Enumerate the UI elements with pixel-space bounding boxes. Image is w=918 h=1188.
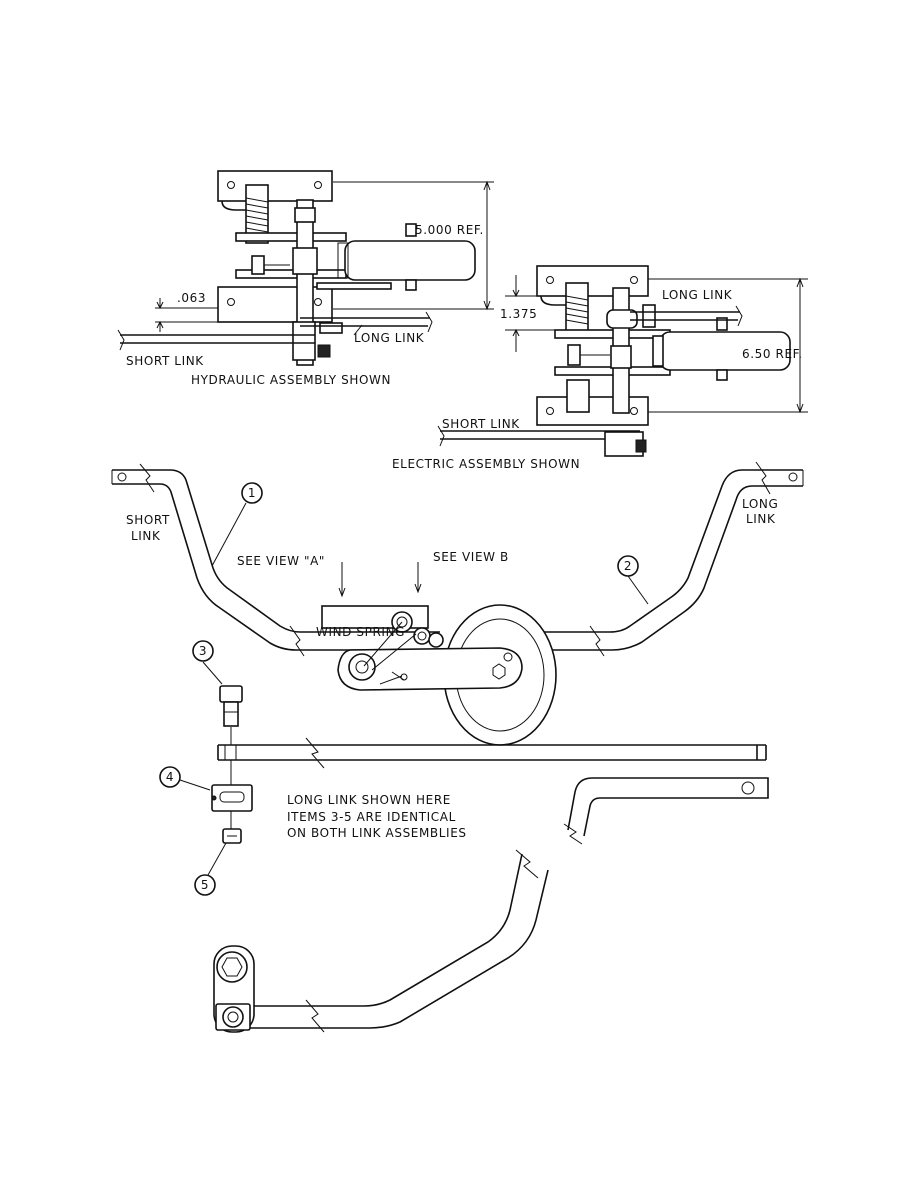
item-5-balloon: 5 — [194, 874, 216, 896]
item-balloons: 1 2 3 4 5 — [159, 482, 639, 896]
hydraulic-assembly: 5.000 REF. .063 LONG LINK SHORT LINK HYD… — [117, 170, 494, 387]
short-link-label-line2: LINK — [131, 529, 161, 543]
item-1-balloon: 1 — [241, 482, 263, 504]
long-link — [520, 469, 803, 633]
item-1-number: 1 — [248, 486, 256, 500]
long-link-label-line2: LINK — [746, 512, 776, 526]
electric-long-link-label: LONG LINK — [662, 288, 733, 302]
swing-arm — [337, 647, 523, 691]
short-link-label-line1: SHORT — [126, 513, 170, 527]
electric-short-link-label: SHORT LINK — [442, 417, 520, 431]
item-4-balloon: 4 — [159, 766, 181, 788]
item-3-number: 3 — [199, 644, 207, 658]
item-4-number: 4 — [166, 770, 174, 784]
hydraulic-long-link-label: LONG LINK — [354, 331, 425, 345]
note-line-3: ON BOTH LINK ASSEMBLIES — [287, 826, 467, 840]
short-link — [112, 469, 440, 633]
see-view-a-label: SEE VIEW "A" — [237, 554, 325, 568]
see-view-b-label: SEE VIEW B — [433, 550, 509, 564]
note-line-1: LONG LINK SHOWN HERE — [287, 793, 451, 807]
bottom-link — [213, 849, 549, 1033]
hydraulic-caption: HYDRAULIC ASSEMBLY SHOWN — [191, 373, 391, 387]
hydraulic-wheel — [344, 240, 476, 281]
note-line-2: ITEMS 3-5 ARE IDENTICAL — [287, 810, 456, 824]
main-linkage: SEE VIEW "A" SEE VIEW B WIND SPRING SHOR… — [111, 461, 804, 746]
electric-assembly: 1.375 6.50 REF. LONG LINK SHORT LINK ELE… — [392, 265, 808, 471]
item-3-balloon: 3 — [192, 640, 214, 662]
electric-wind-spring — [565, 282, 589, 334]
electric-caption: ELECTRIC ASSEMBLY SHOWN — [392, 457, 580, 471]
item-3-bolt-shank — [223, 701, 239, 727]
hydraulic-long-link-bar — [300, 317, 430, 327]
hydraulic-height-dimension: 5.000 REF. — [415, 223, 484, 237]
wind-spring-label: WIND SPRING — [316, 625, 405, 639]
electric-long-link-bar — [630, 311, 740, 321]
long-link-bar-detail — [217, 744, 767, 761]
electric-height-dimension: 6.50 REF. — [742, 347, 803, 361]
item-3-bolt-head — [219, 685, 243, 703]
item-2-balloon: 2 — [617, 555, 639, 577]
item-5-number: 5 — [201, 878, 209, 892]
bottom-link-bar — [246, 853, 523, 1007]
long-link-label-line1: LONG — [742, 497, 778, 511]
item-4-spacer-block — [211, 784, 253, 812]
hydraulic-short-link-label: SHORT LINK — [126, 354, 204, 368]
hydraulic-gap-dimension: .063 — [177, 291, 206, 305]
item-2-number: 2 — [624, 559, 632, 573]
hydraulic-top-plate — [217, 170, 333, 202]
electric-offset-dimension: 1.375 — [500, 307, 537, 321]
link-detail: LONG LINK SHOWN HERE ITEMS 3-5 ARE IDENT… — [179, 661, 769, 876]
long-link-end-detail — [567, 777, 769, 837]
hydraulic-short-link-bar — [120, 334, 315, 344]
